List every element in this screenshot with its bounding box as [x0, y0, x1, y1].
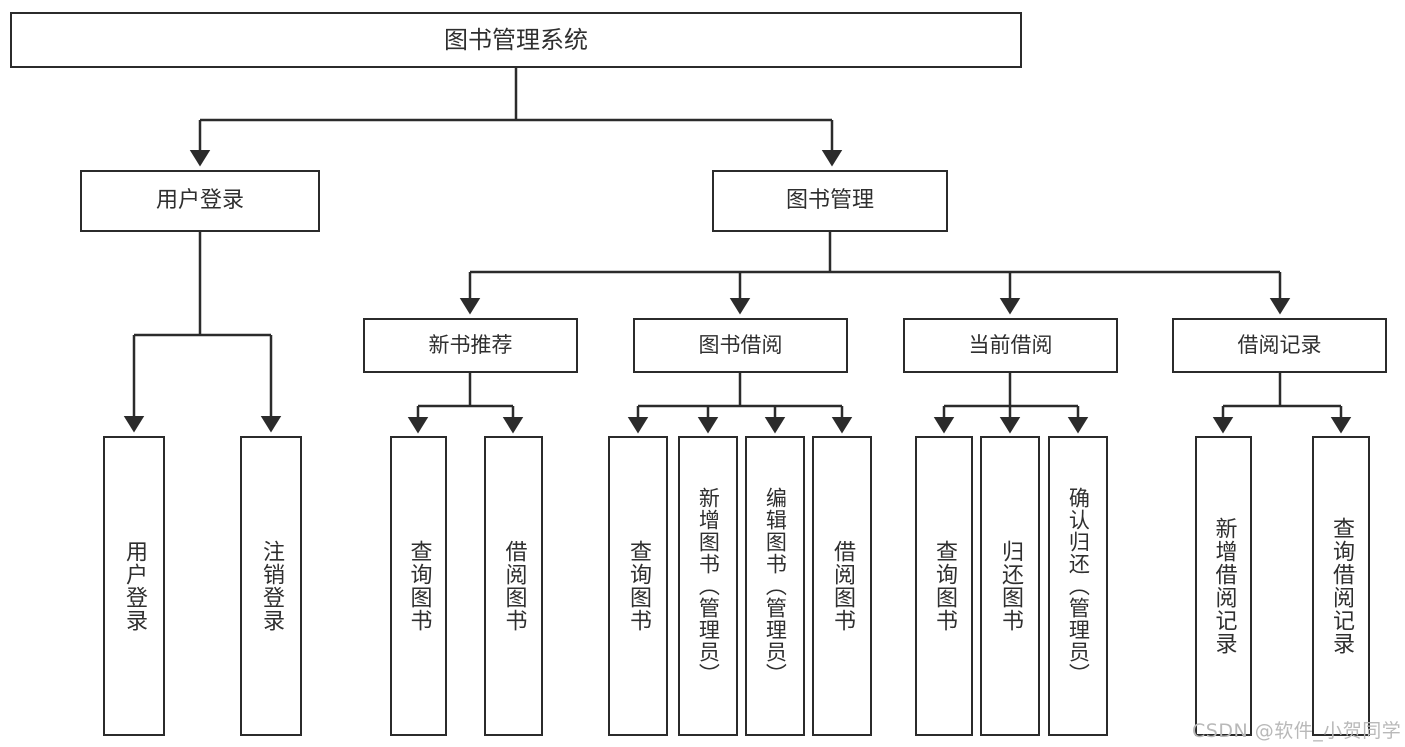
node-level3-1-label: 新书推荐: [428, 333, 513, 358]
node-level3-4[interactable]: 借阅记录: [1172, 318, 1387, 373]
node-level2-1-label: 用户登录: [155, 188, 244, 214]
node-leaf-6[interactable]: 新增图书（管理员）: [678, 436, 738, 736]
node-leaf-10-label: 归还图书: [997, 540, 1023, 632]
node-leaf-1[interactable]: 用户登录: [103, 436, 165, 736]
node-leaf-1-label: 用户登录: [121, 540, 147, 632]
node-leaf-13-label: 查询借阅记录: [1328, 517, 1354, 655]
node-leaf-3-label: 查询图书: [406, 540, 432, 632]
node-root[interactable]: 图书管理系统: [10, 12, 1022, 68]
node-leaf-12[interactable]: 新增借阅记录: [1195, 436, 1252, 736]
node-level3-2-label: 图书借阅: [698, 333, 783, 358]
node-level3-3-label: 当前借阅: [968, 333, 1053, 358]
node-leaf-9[interactable]: 查询图书: [915, 436, 973, 736]
node-leaf-7[interactable]: 编辑图书（管理员）: [745, 436, 805, 736]
node-leaf-4-label: 借阅图书: [501, 540, 527, 632]
node-leaf-2-label: 注销登录: [258, 540, 284, 632]
node-leaf-6-label: 新增图书（管理员）: [696, 487, 721, 685]
node-level3-2[interactable]: 图书借阅: [633, 318, 848, 373]
watermark: CSDN @软件_小贺同学: [1192, 720, 1402, 742]
node-level3-1[interactable]: 新书推荐: [363, 318, 578, 373]
node-leaf-8[interactable]: 借阅图书: [812, 436, 872, 736]
node-leaf-11-label: 确认归还（管理员）: [1066, 487, 1091, 685]
node-leaf-2[interactable]: 注销登录: [240, 436, 302, 736]
node-level3-3[interactable]: 当前借阅: [903, 318, 1118, 373]
node-leaf-8-label: 借阅图书: [829, 540, 855, 632]
node-leaf-7-label: 编辑图书（管理员）: [763, 487, 788, 685]
node-leaf-11[interactable]: 确认归还（管理员）: [1048, 436, 1108, 736]
node-leaf-9-label: 查询图书: [931, 540, 957, 632]
node-level2-1[interactable]: 用户登录: [80, 170, 320, 232]
node-leaf-4[interactable]: 借阅图书: [484, 436, 543, 736]
node-leaf-12-label: 新增借阅记录: [1211, 517, 1237, 655]
node-leaf-13[interactable]: 查询借阅记录: [1312, 436, 1370, 736]
node-leaf-5-label: 查询图书: [625, 540, 651, 632]
node-leaf-3[interactable]: 查询图书: [390, 436, 447, 736]
node-leaf-10[interactable]: 归还图书: [980, 436, 1040, 736]
node-level3-4-label: 借阅记录: [1237, 333, 1322, 358]
node-root-label: 图书管理系统: [444, 25, 588, 54]
node-level2-2[interactable]: 图书管理: [712, 170, 948, 232]
node-level2-2-label: 图书管理: [785, 188, 874, 214]
node-leaf-5[interactable]: 查询图书: [608, 436, 668, 736]
